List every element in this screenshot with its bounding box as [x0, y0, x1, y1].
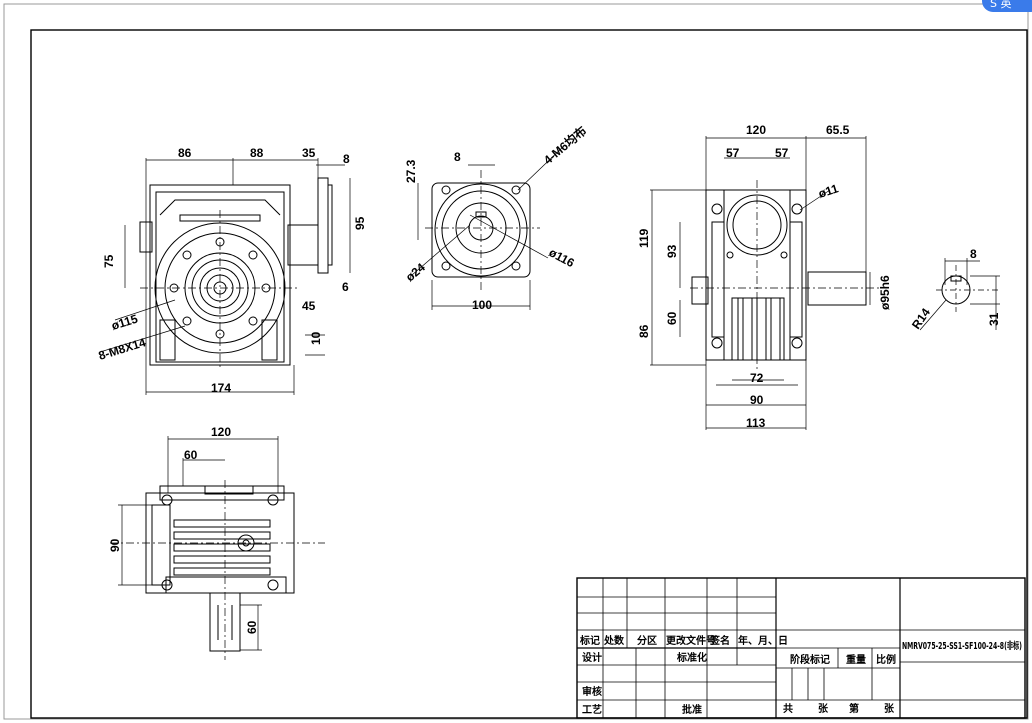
- flange-dim-8: 8: [454, 150, 461, 164]
- tb-review: 审核: [582, 685, 602, 698]
- tb-label-change-doc: 更改文件号: [666, 634, 716, 647]
- flange-dim-100: 100: [472, 298, 492, 312]
- tb-scale: 比例: [876, 653, 896, 666]
- front-dim-86: 86: [178, 146, 192, 160]
- tb-label-date: 年、月、日: [738, 634, 788, 647]
- front-dim-6: 6: [342, 280, 349, 294]
- shaft-section-view: [919, 258, 1000, 331]
- front-dim-8: 8: [343, 152, 350, 166]
- side-dim-120: 120: [746, 123, 766, 137]
- flange-view: [411, 144, 566, 310]
- front-dim-45: 45: [302, 299, 316, 313]
- front-dim-95: 95: [353, 216, 367, 230]
- drawing-frame: [30, 29, 1028, 719]
- front-dim-174: 174: [211, 381, 231, 395]
- top-dim-120: 120: [211, 425, 231, 439]
- title-block: [576, 577, 1026, 719]
- tb-label-count: 处数: [603, 634, 625, 647]
- side-dim-60: 60: [665, 311, 679, 325]
- flange-dim-d116: ø116: [547, 245, 577, 270]
- front-dim-75: 75: [102, 254, 116, 268]
- tb-weight: 重量: [846, 653, 866, 666]
- tb-total: 共: [783, 702, 793, 715]
- tb-standardize: 标准化: [676, 651, 707, 664]
- front-dim-10: 10: [309, 331, 323, 345]
- tb-sheet: 张: [884, 702, 895, 715]
- front-dim-88: 88: [250, 146, 264, 160]
- flange-dim-4-m6: 4-M6均布: [540, 123, 589, 167]
- top-dim-60b: 60: [245, 620, 259, 634]
- side-dim-93: 93: [665, 244, 679, 258]
- side-dim-86: 86: [637, 324, 651, 338]
- side-dim-57a: 57: [726, 146, 740, 160]
- tb-label-zone: 分区: [637, 634, 657, 647]
- shaft-dim-31: 31: [987, 312, 1001, 326]
- side-dim-65-5: 65.5: [826, 123, 850, 137]
- flange-dim-27-3: 27.3: [404, 159, 418, 183]
- floating-badge[interactable]: S 英: [982, 0, 1032, 12]
- side-view: [650, 136, 880, 430]
- side-dim-119: 119: [637, 228, 651, 248]
- tb-page: 第: [849, 702, 859, 715]
- front-dim-35: 35: [302, 146, 316, 160]
- sheet-outer-border: [3, 3, 1029, 720]
- side-dim-d95h6: ø95h6: [878, 275, 892, 310]
- tb-design: 设计: [582, 651, 602, 664]
- tb-sheets: 张: [818, 702, 829, 715]
- shaft-dim-8: 8: [970, 247, 977, 261]
- shaft-dim-r14: R14: [909, 305, 933, 331]
- flange-dim-d24: ø24: [403, 260, 428, 284]
- tb-label-mark: 标记: [579, 634, 600, 647]
- front-dim-d115: ø115: [110, 312, 140, 333]
- tb-process: 工艺: [582, 703, 602, 716]
- top-dim-60a: 60: [184, 448, 198, 462]
- front-dim-8-m8x14: 8-M8X14: [97, 335, 148, 363]
- side-dim-72: 72: [750, 371, 764, 385]
- tb-approve: 批准: [682, 703, 702, 716]
- top-view: [110, 436, 325, 660]
- tb-drawing-number: NMRV075-25-SS1-SF100-24-8(非标): [902, 640, 1022, 652]
- front-view: [99, 158, 351, 395]
- side-dim-57b: 57: [775, 146, 789, 160]
- side-dim-113: 113: [746, 416, 766, 430]
- tb-label-signature: 签名: [709, 634, 730, 647]
- top-dim-90: 90: [108, 538, 122, 552]
- side-dim-d11: ø11: [817, 181, 841, 201]
- side-dim-90: 90: [750, 393, 764, 407]
- tb-stage-mark: 阶段标记: [790, 653, 830, 666]
